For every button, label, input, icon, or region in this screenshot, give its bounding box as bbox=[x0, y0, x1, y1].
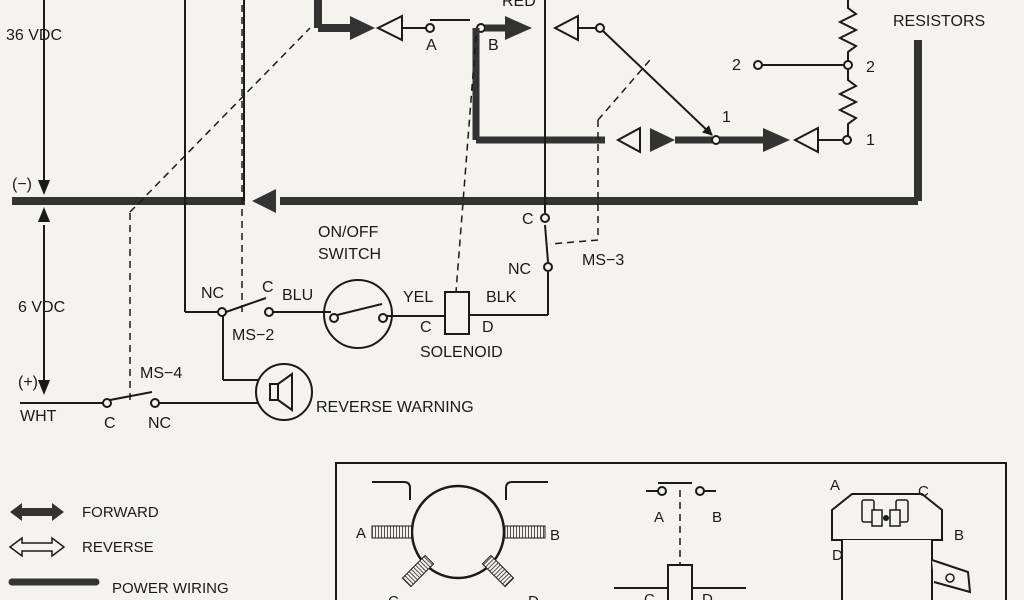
inset-pic-a: A bbox=[830, 477, 840, 494]
label-blu: BLU bbox=[282, 287, 313, 304]
legend-forward: FORWARD bbox=[82, 504, 159, 521]
label-ms3: MS−3 bbox=[582, 252, 624, 269]
forward-path bbox=[314, 0, 605, 144]
bus-arrow bbox=[252, 189, 276, 213]
label-ms4: MS−4 bbox=[140, 365, 182, 382]
inset-pic-c: C bbox=[918, 483, 929, 500]
legend-power: POWER WIRING bbox=[112, 580, 229, 597]
inset-sym-a: A bbox=[356, 525, 366, 542]
label-ms3-nc: NC bbox=[508, 261, 531, 278]
inset-sym-b: B bbox=[550, 527, 560, 544]
label-solenoid-c: C bbox=[420, 319, 432, 336]
inset-solenoid-picture bbox=[831, 493, 972, 600]
label-solenoid-d: D bbox=[482, 319, 494, 336]
label-onoff-1: ON/OFF bbox=[318, 224, 379, 241]
solenoid-coil bbox=[444, 291, 470, 335]
label-36vdc: 36 VDC bbox=[6, 27, 62, 44]
label-positive: (+) bbox=[18, 374, 38, 391]
inset-sw-a: A bbox=[654, 509, 664, 526]
resistor-stack bbox=[753, 0, 859, 136]
label-yel: YEL bbox=[403, 289, 433, 306]
inset-box: A B C D A B C D A B C D bbox=[335, 462, 1007, 600]
label-solenoid: SOLENOID bbox=[420, 344, 503, 361]
label-ms2-c: C bbox=[262, 279, 274, 296]
legend-forward-icon bbox=[10, 503, 64, 521]
legend-reverse: REVERSE bbox=[82, 539, 154, 556]
label-reverse-warning: REVERSE WARNING bbox=[316, 399, 474, 416]
label-negative: (−) bbox=[12, 176, 32, 193]
power-bus bbox=[12, 40, 922, 213]
label-wht: WHT bbox=[20, 408, 57, 425]
label-ms2-nc: NC bbox=[201, 285, 224, 302]
label-red: RED bbox=[502, 0, 536, 10]
label-term-b: B bbox=[488, 37, 499, 54]
inset-sym-d: D bbox=[528, 593, 539, 600]
label-resistors: RESISTORS bbox=[893, 13, 985, 30]
label-ms2: MS−2 bbox=[232, 327, 274, 344]
label-6vdc: 6 VDC bbox=[18, 299, 65, 316]
label-res-1-mid: 1 bbox=[722, 109, 731, 126]
inset-sym-c: C bbox=[388, 593, 399, 600]
legend-reverse-icon bbox=[8, 536, 66, 558]
label-res-2-left: 2 bbox=[732, 57, 741, 74]
reverse-warning-buzzer bbox=[255, 363, 313, 421]
legend: FORWARD REVERSE POWER WIRING bbox=[8, 503, 229, 597]
inset-pic-d: D bbox=[832, 547, 843, 564]
on-off-switch bbox=[323, 279, 393, 349]
label-blk: BLK bbox=[486, 289, 517, 306]
labels: RED 36 VDC 6 VDC RESISTORS (−) (+) WHT O… bbox=[6, 0, 985, 432]
label-res-2-right: 2 bbox=[866, 59, 875, 76]
label-term-a: A bbox=[426, 37, 437, 54]
label-ms4-c: C bbox=[104, 415, 116, 432]
label-ms3-c: C bbox=[522, 211, 534, 228]
label-res-1-right: 1 bbox=[866, 132, 875, 149]
inset-sol-c: C bbox=[644, 591, 655, 600]
inset-sw-b: B bbox=[712, 509, 722, 526]
inset-sol-d: D bbox=[702, 591, 713, 600]
label-ms4-nc: NC bbox=[148, 415, 171, 432]
inset-pic-b: B bbox=[954, 527, 964, 544]
label-onoff-2: SWITCH bbox=[318, 246, 381, 263]
